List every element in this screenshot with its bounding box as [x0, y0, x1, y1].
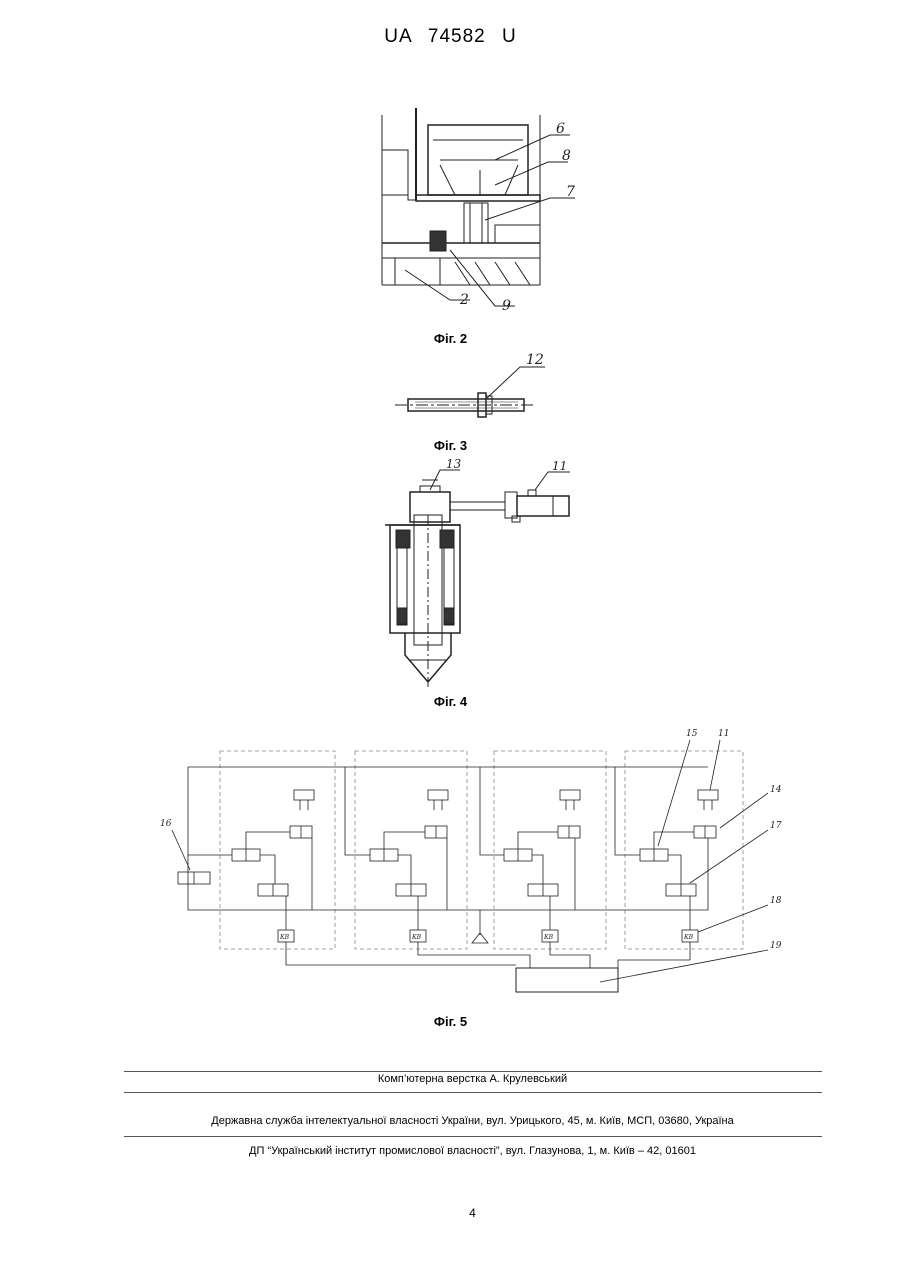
- page-number: 4: [0, 1206, 901, 1220]
- label-8: 8: [562, 148, 571, 164]
- figure-5-caption: Фіг. 5: [0, 1014, 901, 1029]
- figure-4-caption: Фіг. 4: [0, 694, 901, 709]
- footer-typesetting: Комп’ютерна верстка А. Крулевський: [0, 1073, 901, 1085]
- label-19: 19: [770, 941, 782, 951]
- label-17: 17: [770, 821, 782, 831]
- label-13: 13: [446, 457, 462, 471]
- sensor-box-3: КВ: [543, 934, 554, 941]
- module-4: [640, 790, 718, 942]
- label-15: 15: [686, 729, 698, 739]
- label-12: 12: [526, 352, 544, 368]
- module-1: [232, 790, 314, 942]
- figure-5-labels: 16 15 11 14 17 18 19 КВ КВ КВ КВ: [160, 729, 782, 951]
- footer-divider-2: [124, 1092, 822, 1093]
- sensor-box-4: КВ: [683, 934, 694, 941]
- label-9: 9: [502, 298, 511, 314]
- figure-4-drawing: 13 11: [385, 457, 570, 690]
- label-2: 2: [459, 292, 469, 308]
- figure-2-drawing: 6 8 7 2 9: [382, 108, 575, 314]
- footer-institute: ДП “Український інститут промислової вла…: [0, 1145, 901, 1157]
- figure-2-caption: Фіг. 2: [0, 331, 901, 346]
- label-11b: 11: [718, 729, 729, 739]
- figure-3-drawing: 12: [395, 352, 545, 417]
- footer-divider-3: [124, 1136, 822, 1137]
- module-2: [370, 790, 448, 942]
- label-18: 18: [770, 896, 782, 906]
- label-16: 16: [160, 819, 172, 829]
- figure-5-drawing: [172, 740, 768, 992]
- label-6: 6: [556, 121, 565, 137]
- footer-service: Державна служба інтелектуальної власност…: [0, 1115, 901, 1127]
- module-3: [504, 790, 580, 942]
- sensor-box-1: КВ: [279, 934, 290, 941]
- figure-3-caption: Фіг. 3: [0, 438, 901, 453]
- label-14: 14: [770, 785, 782, 795]
- label-7: 7: [566, 184, 575, 200]
- sensor-box-2: КВ: [411, 934, 422, 941]
- label-11: 11: [552, 459, 567, 473]
- footer-divider-1: [124, 1071, 822, 1072]
